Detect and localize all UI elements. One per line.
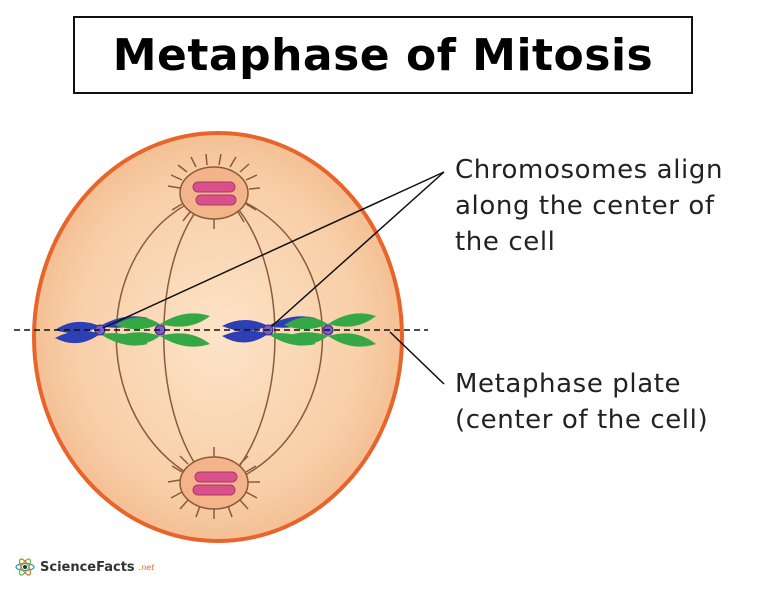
- leader-lines: [102, 171, 445, 385]
- sciencefacts-logo: ScienceFacts.net: [14, 556, 154, 578]
- chromosome-label: Chromosomes align along the center of th…: [455, 152, 755, 260]
- metaphase-plate-label: Metaphase plate (center of the cell): [455, 366, 755, 438]
- chromosome-label-line-3: the cell: [455, 227, 556, 257]
- centrosome-bottom: [167, 447, 260, 519]
- chromosome-label-line-1: Chromosomes align: [455, 155, 724, 185]
- title-box: Metaphase of Mitosis: [73, 16, 693, 94]
- plate-label-line-2: (center of the cell): [455, 405, 709, 435]
- plate-label-line-1: Metaphase plate: [455, 369, 682, 399]
- cell-membrane: [32, 131, 404, 543]
- centrosome-top: [167, 153, 261, 229]
- chromosome-label-line-2: along the center of: [455, 191, 715, 221]
- chromosome-2: [115, 313, 210, 347]
- diagram-title: Metaphase of Mitosis: [112, 29, 654, 81]
- logo-name: ScienceFacts: [40, 559, 135, 575]
- logo-tld: .net: [138, 562, 155, 572]
- atom-icon: [15, 558, 35, 576]
